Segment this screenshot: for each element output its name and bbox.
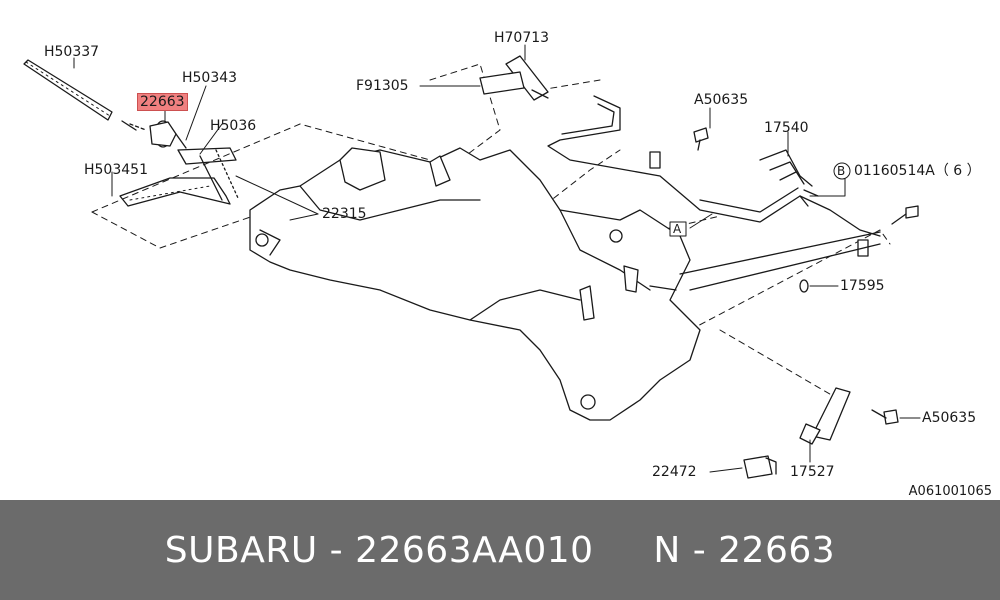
- callout-01160514a: 01160514A（ 6 ）: [854, 163, 981, 179]
- callout-22472: 22472: [652, 464, 697, 480]
- diagram-reference-code: A061001065: [908, 484, 992, 499]
- callout-bolt-b-letter: B: [837, 164, 846, 178]
- callout-marker-a: A: [673, 222, 682, 236]
- footer-n-value: 22663: [718, 529, 836, 571]
- callout-17540: 17540: [764, 120, 809, 136]
- bracket-17527: [799, 387, 851, 445]
- clip-17595: [799, 279, 809, 293]
- leader-lines: [73, 44, 921, 473]
- footer-band: SUBARU - 22663AA010 N - 22663: [0, 500, 1000, 600]
- bolt-b-circle: [833, 162, 851, 180]
- footer-part-number: 22663AA010: [355, 529, 594, 571]
- callout-a50635-bottom: A50635: [922, 410, 977, 426]
- callout-h5036: H5036: [210, 118, 257, 134]
- callout-h50343: H50343: [182, 70, 238, 86]
- engine-block: [249, 147, 701, 421]
- exploded-view-drawing: [23, 44, 921, 479]
- callout-a50635-top: A50635: [694, 92, 749, 108]
- callout-17527: 17527: [790, 464, 835, 480]
- part-h70713: [479, 55, 549, 101]
- footer-brand: SUBARU: [164, 529, 318, 571]
- callout-17595: 17595: [840, 278, 885, 294]
- sensor-22472: [743, 455, 777, 479]
- fuel-pipe-assembly: [547, 95, 881, 291]
- footer-n-label: N: [653, 529, 681, 571]
- valve-22663: [129, 120, 187, 149]
- parts-diagram: H50337 H70713 F91305 22663 H50343 A50635…: [23, 30, 992, 499]
- footer-part-title: SUBARU - 22663AA010 N - 22663: [165, 530, 835, 571]
- bolt-a50635-top: [693, 127, 709, 151]
- callout-22663: 22663: [137, 93, 188, 111]
- marker-a-box: [669, 221, 687, 237]
- bolt-01160514a: [891, 205, 919, 225]
- callout-f91305: F91305: [356, 78, 409, 94]
- footer-n-separator: -: [692, 529, 707, 571]
- callout-h70713: H70713: [494, 30, 550, 46]
- callout-h503451: H503451: [84, 162, 148, 178]
- hose-assembly-h50343: [119, 147, 239, 207]
- callout-22315: 22315: [322, 206, 367, 222]
- bolt-a50635-bottom: [871, 409, 899, 425]
- callout-h50337: H50337: [44, 44, 100, 60]
- footer-separator: -: [329, 529, 344, 571]
- hose-h50337: [23, 59, 137, 131]
